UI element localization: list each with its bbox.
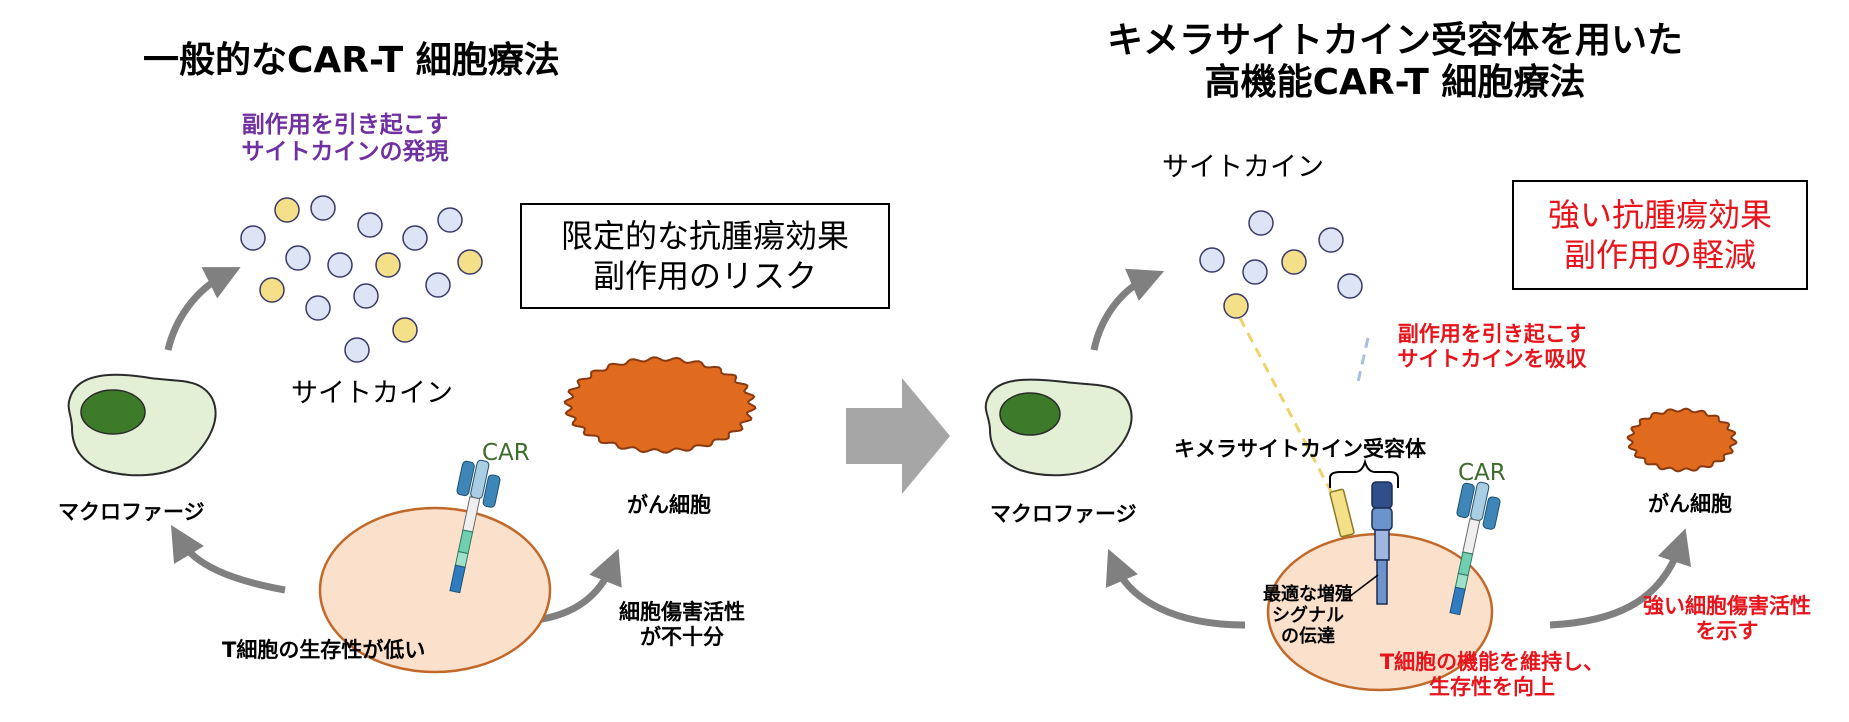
absorb-line-yellow: [1238, 317, 1340, 506]
cytokine: [437, 207, 463, 233]
right-receptor-label: キメラサイトカイン受容体: [1174, 437, 1426, 461]
absorb-line-blue: [1356, 337, 1370, 383]
right-cytotox-line1: 強い細胞傷害活性: [1643, 594, 1811, 618]
cytokine: [353, 283, 379, 309]
left-cytotox-label: 細胞傷害活性 が不十分: [619, 600, 745, 650]
cytokine: [1318, 227, 1344, 253]
arrow-tcell-to-macrophage-right: [1105, 548, 1246, 629]
cytokine: [259, 277, 285, 303]
right-car-label: CAR: [1458, 460, 1506, 486]
right-macrophage-label: マクロファージ: [990, 502, 1137, 526]
arrow-tcell-to-cancer: [534, 548, 622, 624]
macrophage-nucleus: [80, 389, 146, 435]
arrow-tcell-to-cancer-right: [1549, 528, 1692, 629]
left-car-label: CAR: [482, 440, 530, 466]
right-effect-line2: 副作用の軽減: [1563, 236, 1756, 274]
right-signal-line3: の伝達: [1281, 626, 1335, 648]
arrow-tcell-to-macrophage: [170, 525, 286, 594]
right-title-line2: 高機能CAR-T 細胞療法: [1204, 62, 1586, 104]
car-molecule-right: [1449, 481, 1501, 616]
right-signal-line1: 最適な増殖: [1263, 584, 1353, 605]
cytokine: [1242, 259, 1268, 285]
macrophage-nucleus-right: [999, 392, 1061, 436]
cytokine: [1281, 249, 1307, 275]
cytokine: [402, 225, 428, 251]
right-absorb-label: 副作用を引き起こす サイトカインを吸収: [1398, 322, 1587, 372]
arrow-macrophage-to-cytokine: [164, 267, 241, 351]
cytokine: [240, 225, 266, 251]
right-tcell-line1: T細胞の機能を維持し、: [1379, 650, 1605, 674]
right-signal-label: 最適な増殖 シグナル の伝達: [1263, 584, 1353, 648]
arrow-macrophage-to-cytokine-right: [1090, 268, 1165, 351]
left-effect-line2: 副作用のリスク: [592, 257, 817, 295]
chimeric-receptor: [1329, 481, 1393, 605]
right-cytokine-label: サイトカイン: [1162, 152, 1324, 183]
cancer-cell-right: [1626, 407, 1738, 473]
receptor-brace: [1329, 458, 1399, 488]
right-title-line1: キメラサイトカイン受容体を用いた: [1106, 20, 1684, 61]
cytokine: [344, 337, 370, 363]
left-cytotox-line2: が不十分: [640, 624, 724, 649]
cytokine: [1223, 293, 1249, 319]
left-macrophage-label: マクロファージ: [58, 500, 205, 524]
cytokine: [327, 252, 353, 278]
car-molecule-left: [449, 459, 501, 594]
cytokine: [285, 245, 311, 271]
right-tcell-line2: 生存性を向上: [1428, 674, 1555, 699]
left-tcell-label: T細胞の生存性が低い: [222, 638, 426, 662]
cytokine: [1337, 273, 1363, 299]
cytokine: [274, 197, 300, 223]
left-effect-line1: 限定的な抗腫瘍効果: [560, 217, 849, 255]
right-cancer-label: がん細胞: [1648, 492, 1732, 516]
cytokine: [305, 295, 331, 321]
cancer-cell-left: [563, 356, 757, 454]
cytokine: [310, 195, 336, 221]
right-tcell-label: T細胞の機能を維持し、 生存性を向上: [1380, 650, 1604, 700]
left-cytotox-line1: 細胞傷害活性: [619, 600, 745, 624]
right-absorb-line2: サイトカインを吸収: [1397, 346, 1587, 371]
cytokine: [457, 249, 483, 275]
cytokine: [375, 252, 401, 278]
left-cytokine-caption-line1: 副作用を引き起こす: [241, 112, 449, 138]
t-cell-left: [318, 506, 552, 674]
left-cytokine-caption-line2: サイトカインの発現: [241, 139, 449, 166]
cytokine: [425, 272, 451, 298]
left-cytokine-caption: 副作用を引き起こす サイトカインの発現: [242, 112, 449, 166]
cytokine-cluster-left: [240, 195, 483, 363]
cytokine: [357, 212, 383, 238]
left-cancer-label: がん細胞: [627, 493, 711, 517]
right-cytotox-label: 強い細胞傷害活性 を示す: [1643, 594, 1811, 644]
cytokine: [392, 317, 418, 343]
right-signal-line2: シグナル: [1272, 605, 1344, 627]
right-absorb-line1: 副作用を引き起こす: [1397, 322, 1587, 346]
signal-pointer: [1344, 574, 1379, 601]
cytokine: [1248, 210, 1274, 236]
left-effect-box: 限定的な抗腫瘍効果 副作用のリスク: [520, 203, 890, 309]
cytokine-cluster-right: [1199, 210, 1363, 319]
right-effect-line1: 強い抗腫瘍効果: [1547, 196, 1772, 234]
right-title: キメラサイトカイン受容体を用いた 高機能CAR-T 細胞療法: [1107, 20, 1683, 105]
right-cytotox-line2: を示す: [1695, 618, 1759, 643]
left-title: 一般的なCAR-T 細胞療法: [143, 40, 560, 81]
right-effect-box: 強い抗腫瘍効果 副作用の軽減: [1512, 180, 1808, 290]
left-cytokine-label: サイトカイン: [291, 378, 453, 409]
cytokine: [1199, 247, 1225, 273]
transition-arrow: [846, 378, 950, 494]
